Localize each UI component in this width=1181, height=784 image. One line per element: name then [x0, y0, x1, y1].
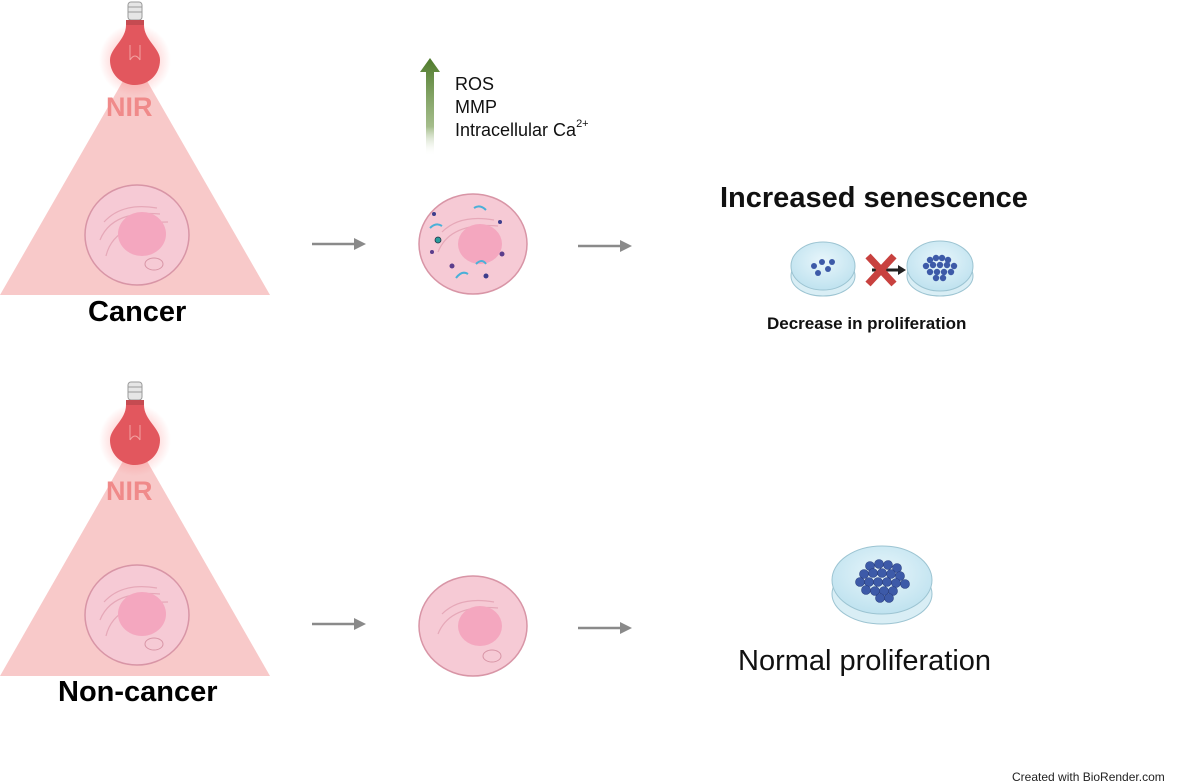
outcome-title-cancer: Increased senescence — [720, 182, 1028, 214]
petri-dish-full-icon — [831, 545, 933, 625]
petri-dish-dense-icon — [906, 240, 974, 297]
nir-label: NIR — [106, 476, 153, 506]
effect-calcium: Intracellular Ca2+ — [455, 118, 589, 140]
cancer-cell — [84, 184, 190, 286]
effect-mmp: MMP — [455, 97, 497, 117]
arrow-right-icon — [578, 622, 632, 634]
normal-cell — [84, 564, 190, 666]
arrow-right-icon — [312, 238, 366, 250]
blocked-arrow-icon — [865, 253, 906, 287]
group-label-cancer: Cancer — [88, 296, 187, 328]
group-label-noncancer: Non-cancer — [58, 676, 218, 708]
lightbulb-icon — [99, 381, 171, 476]
light-beam — [0, 440, 270, 676]
petri-dish-sparse-icon — [790, 241, 856, 297]
effect-ros: ROS — [455, 74, 495, 94]
lightbulb-icon — [99, 1, 171, 96]
outcome-title-noncancer: Normal proliferation — [738, 645, 992, 677]
arrow-right-icon — [578, 240, 632, 252]
arrow-right-icon — [312, 618, 366, 630]
arrow-up-icon — [420, 58, 440, 156]
light-beam — [0, 60, 270, 295]
normal-cell — [418, 575, 528, 677]
credit-text: Created with BioRender.com — [1012, 770, 1165, 784]
nir-label: NIR — [106, 92, 153, 122]
stressed-cell — [418, 193, 528, 295]
outcome-subtitle-cancer: Decrease in proliferation — [767, 314, 967, 333]
